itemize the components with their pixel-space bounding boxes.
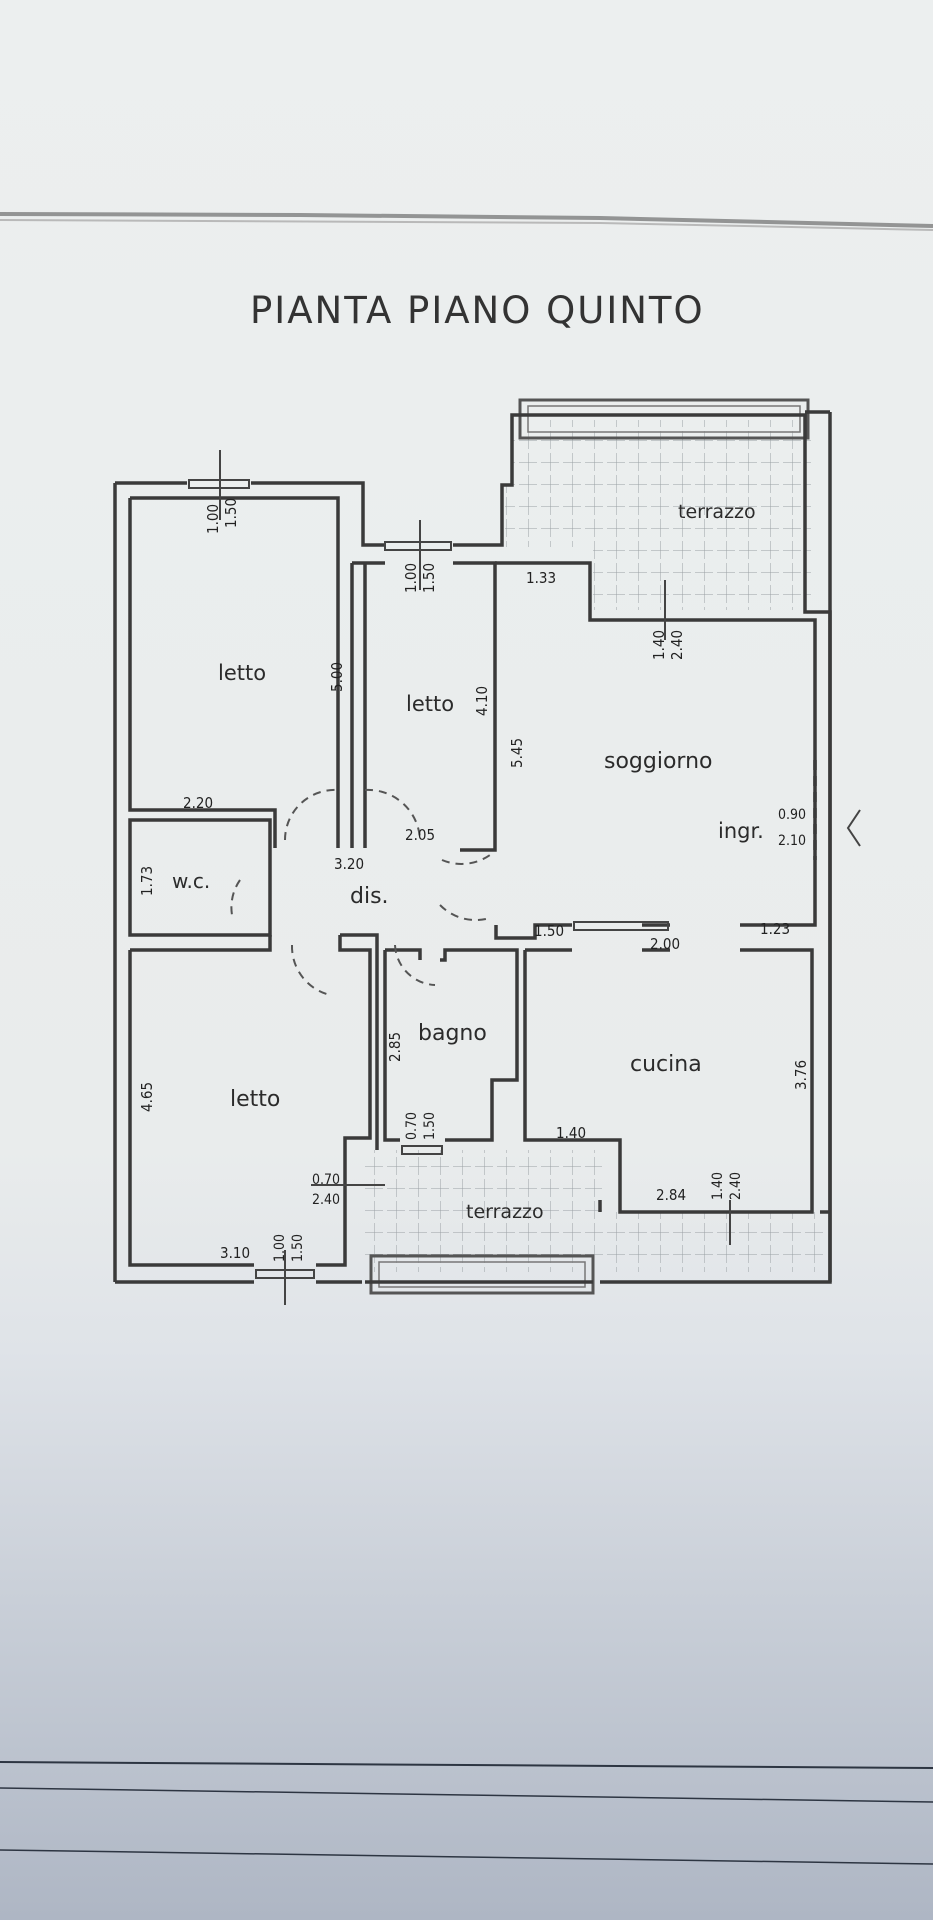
dim-label: 1.23 <box>760 920 790 938</box>
terrace-bottom <box>365 1150 826 1295</box>
room-letto-top-mid: letto <box>406 692 454 716</box>
dim-label: 1.00 <box>204 504 222 534</box>
room-bagno: bagno <box>418 1021 487 1046</box>
room-terrazzo-bottom: terrazzo <box>466 1201 544 1223</box>
dim-label: 2.40 <box>668 630 686 660</box>
dim-label: 1.00 <box>272 1234 288 1262</box>
dim-label: 0.90 <box>778 807 806 823</box>
dim-label: 4.65 <box>138 1082 156 1112</box>
dim-label: 1.40 <box>710 1172 726 1200</box>
dim-label: 1.40 <box>556 1124 586 1142</box>
dim-label: 4.10 <box>473 686 491 716</box>
room-cucina: cucina <box>630 1052 702 1077</box>
dim-label: 0.70 <box>404 1112 420 1140</box>
sheet-bottom-lines <box>0 1761 933 1865</box>
dim-label: 3.20 <box>334 855 364 873</box>
room-letto-top-left: letto <box>218 661 266 685</box>
sheet-top-border <box>0 212 933 228</box>
dim-label: 1.50 <box>290 1234 306 1262</box>
room-ingr: ingr. <box>718 819 764 843</box>
dim-label: 2.84 <box>656 1186 686 1204</box>
room-dis: dis. <box>350 884 389 909</box>
dim-label: 1.50 <box>222 498 240 528</box>
dim-label: 2.10 <box>778 833 806 849</box>
terrace-top <box>361 398 811 610</box>
dim-label: 5.45 <box>508 738 526 768</box>
dim-label: 2.00 <box>650 935 680 953</box>
dim-label: 1.50 <box>534 922 564 940</box>
dim-label: 5.00 <box>328 662 346 692</box>
walls <box>113 410 832 1284</box>
dim-label: 1.33 <box>526 569 556 587</box>
dim-label: 0.70 <box>312 1172 340 1188</box>
dim-label: 3.76 <box>792 1060 810 1090</box>
plan-title: PIANTA PIANO QUINTO <box>250 289 705 332</box>
dim-label: 3.10 <box>220 1244 250 1262</box>
dim-label: 1.73 <box>138 866 156 896</box>
window-markers <box>188 450 861 1305</box>
room-terrazzo-top: terrazzo <box>678 501 756 523</box>
room-wc: w.c. <box>172 869 210 893</box>
dim-label: 2.40 <box>728 1172 744 1200</box>
dim-label: 2.40 <box>312 1192 340 1208</box>
dim-label: 1.00 <box>402 563 420 593</box>
room-letto-bottom: letto <box>230 1087 280 1112</box>
dim-label: 2.20 <box>183 794 213 812</box>
dim-label: 1.40 <box>650 630 668 660</box>
dim-label: 1.50 <box>422 1112 438 1140</box>
room-labels: letto letto soggiorno w.c. dis. ingr. ba… <box>172 501 764 1223</box>
dim-label: 1.50 <box>420 563 438 593</box>
door-swings <box>230 788 491 996</box>
dim-label: 2.85 <box>386 1032 404 1062</box>
room-soggiorno: soggiorno <box>604 749 713 774</box>
dim-label: 2.05 <box>405 826 435 844</box>
dimension-labels: 1.00 1.50 1.00 1.50 1.33 1.40 2.40 5.00 … <box>138 498 810 1262</box>
